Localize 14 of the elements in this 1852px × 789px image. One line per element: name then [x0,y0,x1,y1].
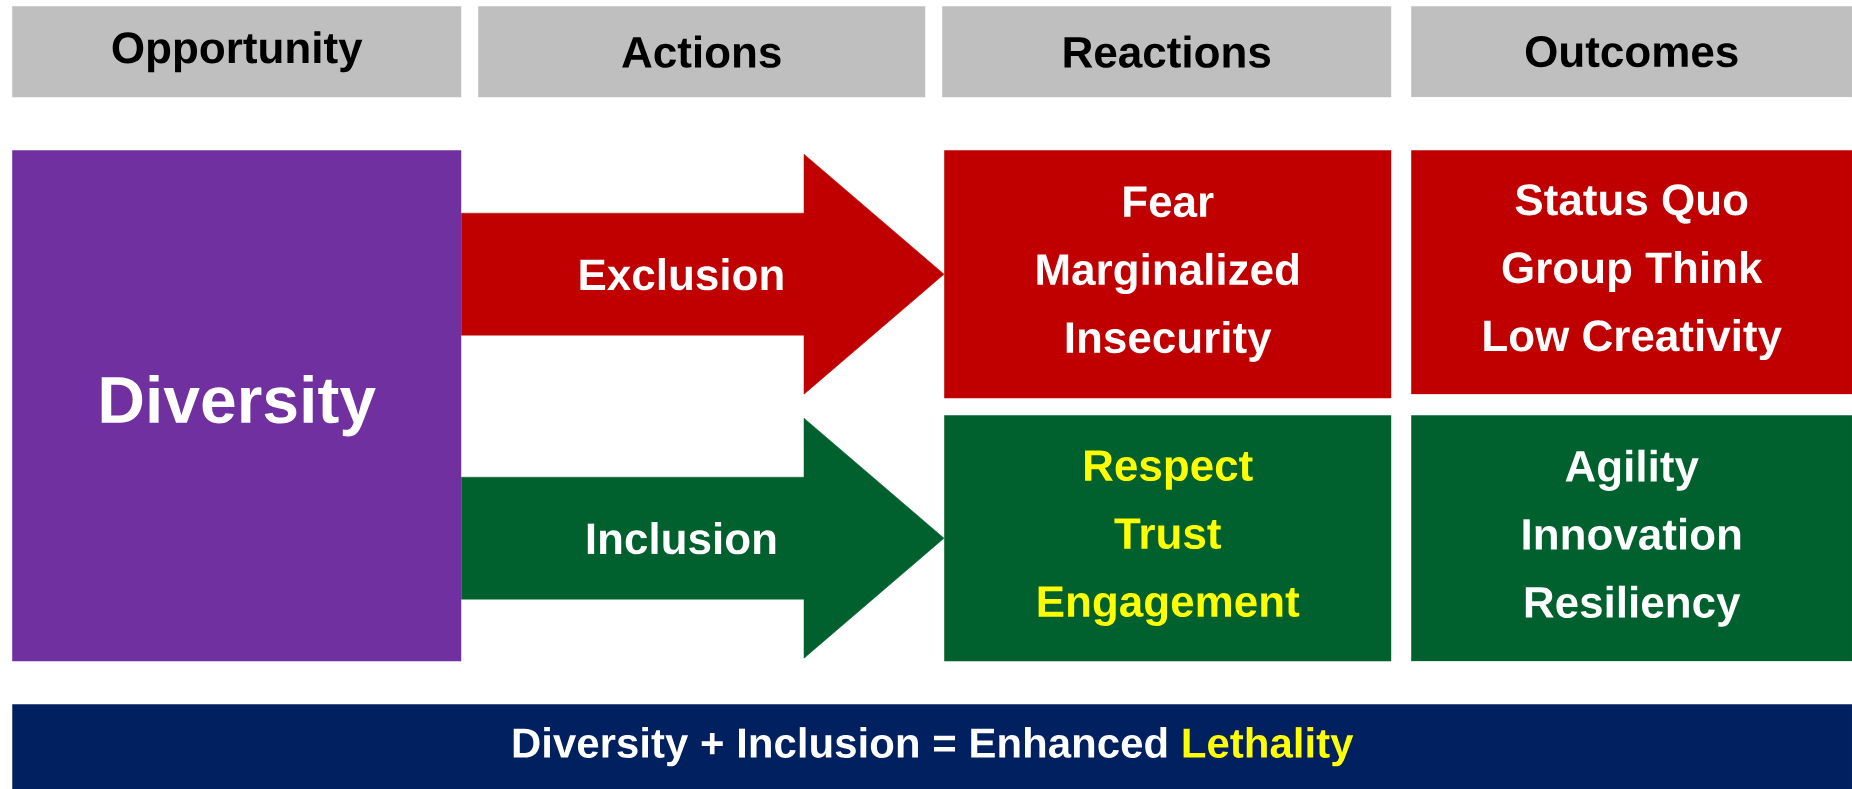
outcome-box: Agility Innovation Resiliency [1411,415,1852,662]
edge-label: Inclusion [587,522,776,555]
outcome-box: Status Quo Group Think Low Creativity [1411,150,1852,395]
edge-label: Exclusion [580,258,783,291]
column-header: Opportunity [12,6,462,98]
column-header: Reactions [942,6,1392,98]
block-arrow [461,153,945,395]
block-arrow [461,417,945,659]
opportunity-box: Diversity [12,150,462,662]
summary-banner: Diversity + Inclusion = Enhanced Lethality [12,704,1852,789]
column-header: Outcomes [1411,6,1852,98]
column-header: Actions [478,6,926,98]
reaction-box: Fear Marginalized Insecurity [944,150,1392,399]
reaction-box: Respect Trust Engagement [944,415,1392,662]
